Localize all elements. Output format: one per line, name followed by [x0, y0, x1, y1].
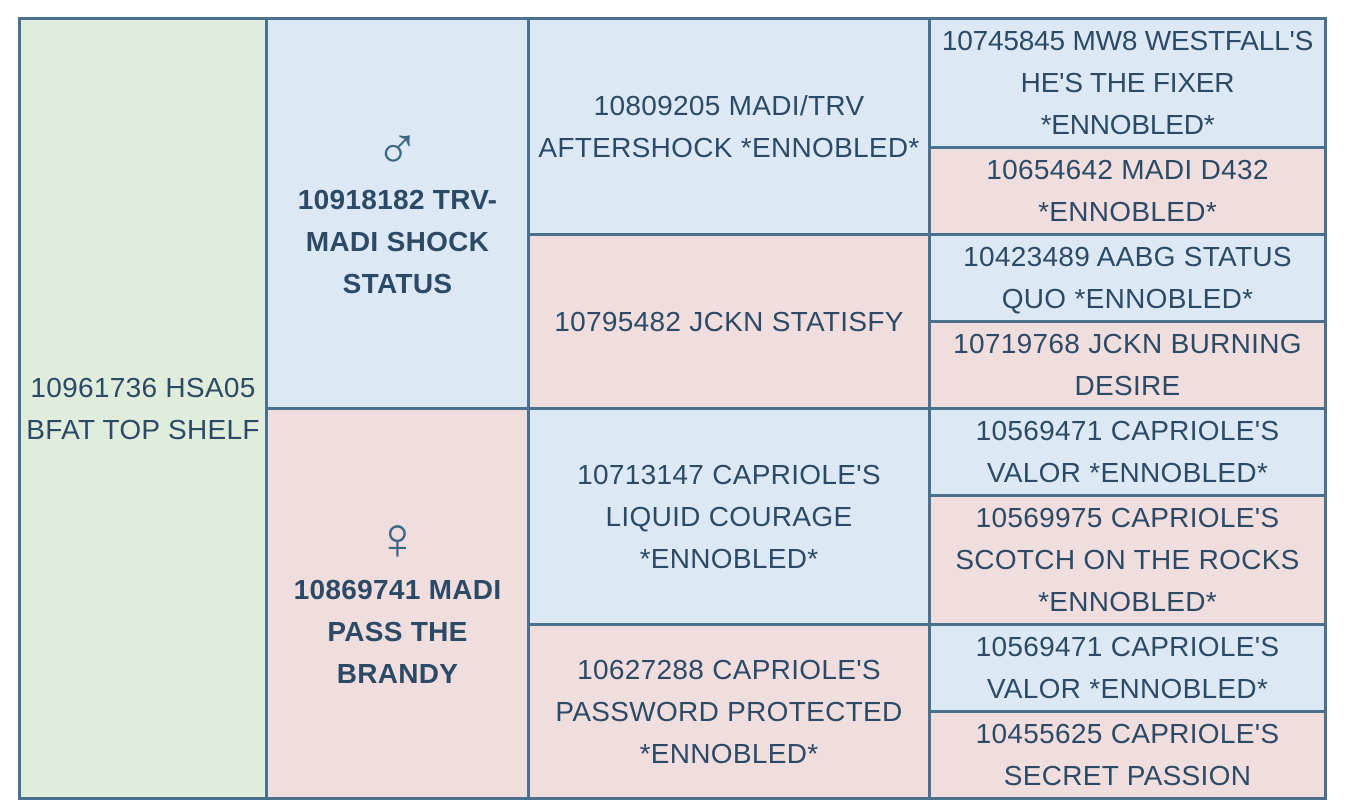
dam-cell: ♀ 10869741 MADI PASS THE BRANDY: [265, 407, 530, 800]
maternal-grandsire-name: 10713147 CAPRIOLE'S LIQUID COURAGE *ENNO…: [577, 458, 881, 574]
ggd-2-name: 10719768 JCKN BURNING DESIRE: [953, 328, 1302, 401]
ggs-1-name: 10745845 MW8 WESTFALL'S HE'S THE FIXER *…: [941, 25, 1314, 140]
ggs-4-cell: 10569471 CAPRIOLE'S VALOR *ENNOBLED*: [928, 623, 1327, 713]
maternal-granddam-name: 10627288 CAPRIOLE'S PASSWORD PROTECTED *…: [555, 653, 903, 769]
male-symbol-icon: ♂: [374, 114, 421, 182]
subject-name: 10961736 HSA05 BFAT TOP SHELF: [26, 371, 260, 445]
pedigree-table: 10961736 HSA05 BFAT TOP SHELF ♂ 10918182…: [18, 17, 1327, 800]
paternal-grandsire-name: 10809205 MADI/TRV AFTERSHOCK *ENNOBLED*: [538, 89, 920, 163]
ggd-4-name: 10455625 CAPRIOLE'S SECRET PASSION: [975, 718, 1280, 791]
ggd-1-name: 10654642 MADI D432 *ENNOBLED*: [986, 154, 1269, 227]
maternal-grandsire-cell: 10713147 CAPRIOLE'S LIQUID COURAGE *ENNO…: [527, 407, 931, 626]
subject-cell: 10961736 HSA05 BFAT TOP SHELF: [18, 17, 268, 800]
dam-name: 10869741 MADI PASS THE BRANDY: [293, 573, 502, 689]
ggs-3-name: 10569471 CAPRIOLE'S VALOR *ENNOBLED*: [975, 415, 1280, 488]
ggd-1-cell: 10654642 MADI D432 *ENNOBLED*: [928, 146, 1327, 236]
sire-cell: ♂ 10918182 TRV-MADI SHOCK STATUS: [265, 17, 530, 410]
ggd-2-cell: 10719768 JCKN BURNING DESIRE: [928, 320, 1327, 410]
ggs-2-name: 10423489 AABG STATUS QUO *ENNOBLED*: [963, 241, 1292, 314]
paternal-grandsire-cell: 10809205 MADI/TRV AFTERSHOCK *ENNOBLED*: [527, 17, 931, 236]
ggd-4-cell: 10455625 CAPRIOLE'S SECRET PASSION: [928, 710, 1327, 800]
ggs-2-cell: 10423489 AABG STATUS QUO *ENNOBLED*: [928, 233, 1327, 323]
paternal-granddam-cell: 10795482 JCKN STATISFY: [527, 233, 931, 410]
sire-name: 10918182 TRV-MADI SHOCK STATUS: [297, 183, 498, 299]
ggs-1-cell: 10745845 MW8 WESTFALL'S HE'S THE FIXER *…: [928, 17, 1327, 149]
paternal-granddam-name: 10795482 JCKN STATISFY: [554, 305, 904, 337]
ggs-4-name: 10569471 CAPRIOLE'S VALOR *ENNOBLED*: [975, 631, 1280, 704]
ggd-3-cell: 10569975 CAPRIOLE'S SCOTCH ON THE ROCKS …: [928, 494, 1327, 626]
ggd-3-name: 10569975 CAPRIOLE'S SCOTCH ON THE ROCKS …: [955, 502, 1300, 617]
female-symbol-icon: ♀: [374, 504, 421, 572]
ggs-3-cell: 10569471 CAPRIOLE'S VALOR *ENNOBLED*: [928, 407, 1327, 497]
maternal-granddam-cell: 10627288 CAPRIOLE'S PASSWORD PROTECTED *…: [527, 623, 931, 800]
